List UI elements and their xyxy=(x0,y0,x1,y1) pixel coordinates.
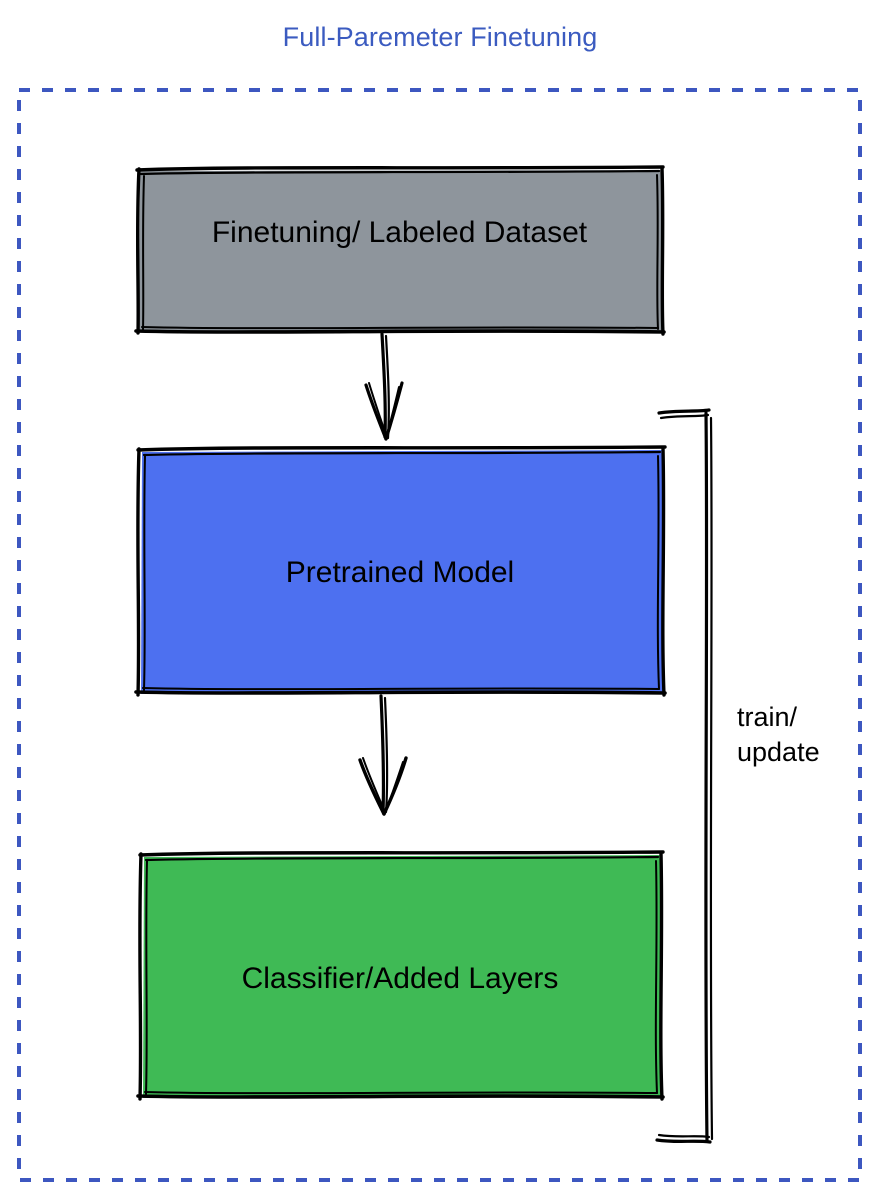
page-title: Full-Paremeter Finetuning xyxy=(282,22,598,52)
node-label-dataset: Finetuning/ Labeled Dataset xyxy=(211,216,588,249)
arrow-pretrained-to-classifier xyxy=(358,694,408,816)
dashed-boundary xyxy=(17,88,862,1182)
node-label-classifier: Classifier/Added Layers xyxy=(241,962,559,995)
arrow-dataset-to-pretrained xyxy=(364,332,404,441)
node-dataset[interactable] xyxy=(134,165,666,336)
edge-label-train-update: train/ update xyxy=(737,702,820,767)
node-pretrained[interactable] xyxy=(134,445,667,697)
edge-train-update-bracket xyxy=(655,408,714,1144)
node-classifier[interactable] xyxy=(136,850,665,1101)
node-label-pretrained: Pretrained Model xyxy=(285,556,515,589)
